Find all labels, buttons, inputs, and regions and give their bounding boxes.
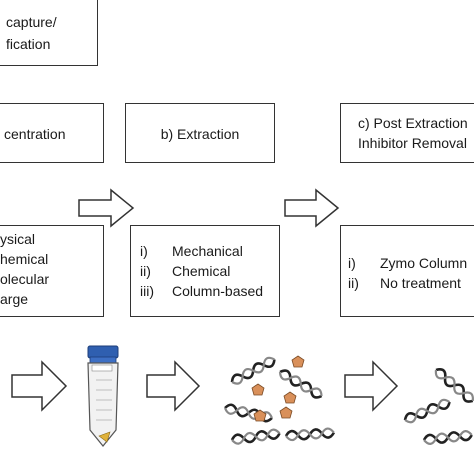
extraction-methods-box: [130, 225, 280, 317]
dna-strand-icon: [230, 427, 282, 446]
list-item: ii)No treatment: [348, 275, 461, 291]
arrow-right-icon: [284, 188, 340, 228]
capture-label-line2: fication: [6, 36, 51, 52]
list-item: olecular: [0, 271, 50, 287]
concentration-title: centration: [4, 126, 66, 142]
inhibitor-removal-list: i)Zymo Column ii)No treatment: [348, 253, 467, 293]
concentration-methods-list: ysical hemical olecular arge: [0, 229, 49, 309]
arrow-right-icon: [146, 360, 201, 412]
list-item: iii)Column-based: [140, 283, 264, 299]
inhibitor-pentagon-icon: [291, 355, 305, 368]
dna-strand-icon: [222, 402, 275, 424]
extraction-box: [125, 103, 275, 163]
post-extraction-box: [340, 103, 474, 163]
extraction-title: b) Extraction: [160, 126, 240, 142]
list-item: ysical: [0, 231, 36, 247]
capture-purification-box: [0, 0, 98, 66]
arrow-right-icon: [11, 360, 68, 412]
list-item: hemical: [0, 251, 49, 267]
list-item: i)Zymo Column: [348, 255, 468, 271]
concentration-methods-box: [0, 225, 104, 317]
inhibitor-removal-box: [340, 225, 474, 317]
dna-strand-icon: [228, 354, 278, 388]
capture-label-line1: capture/: [6, 14, 57, 30]
concentration-box: [0, 103, 104, 163]
extraction-methods-list: i)Mechanical ii)Chemical iii)Column-base…: [140, 241, 263, 301]
post-extraction-title-line2: Inhibitor Removal: [358, 135, 467, 151]
inhibitor-pentagon-icon: [279, 406, 293, 419]
dna-strand-icon: [284, 426, 336, 442]
centrifuge-tube-icon: [87, 345, 119, 447]
post-extraction-title-line1: c) Post Extraction: [358, 115, 468, 131]
arrow-right-icon: [78, 188, 135, 228]
list-item: ii)Chemical: [140, 263, 231, 279]
dna-strand-icon: [431, 365, 474, 406]
arrow-right-icon: [344, 360, 399, 412]
list-item: arge: [0, 291, 29, 307]
inhibitor-pentagon-icon: [283, 391, 297, 404]
inhibitor-pentagon-icon: [251, 383, 265, 396]
dna-strand-icon: [422, 429, 474, 446]
list-item: i)Mechanical: [140, 243, 243, 259]
dna-strand-icon: [402, 396, 453, 426]
